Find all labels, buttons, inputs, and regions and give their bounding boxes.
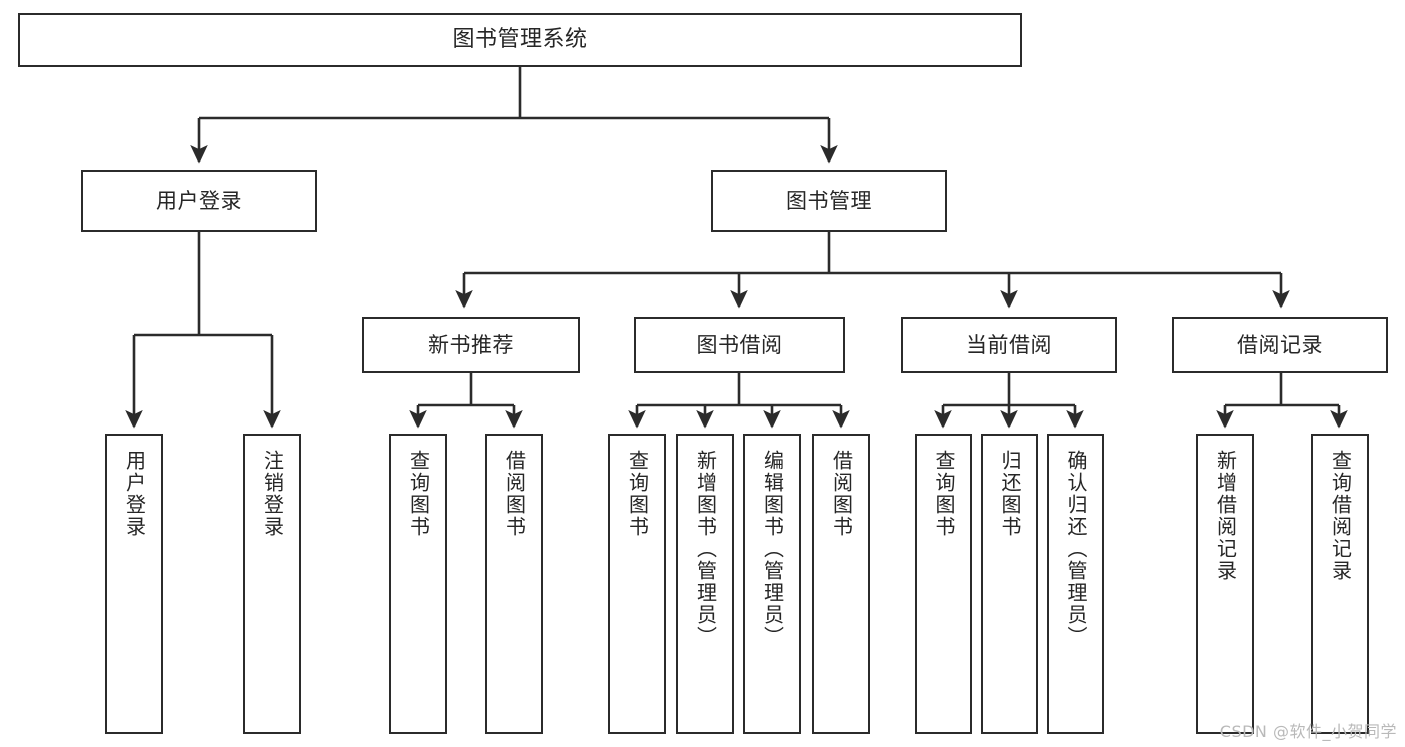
node-root-library-system[interactable]: 图书管理系统: [18, 13, 1022, 67]
node-label: 图书管理系统: [452, 27, 588, 53]
node-label: 新增图书（管理员）: [693, 450, 718, 648]
leaf-book-borrow-edit[interactable]: 编辑图书（管理员）: [743, 434, 801, 734]
leaf-user-login-signin[interactable]: 用户登录: [105, 434, 163, 734]
node-book-borrow[interactable]: 图书借阅: [634, 317, 845, 373]
node-label: 确认归还（管理员）: [1064, 450, 1088, 648]
node-user-login[interactable]: 用户登录: [81, 170, 317, 232]
node-label: 归还图书: [998, 450, 1022, 538]
node-label: 图书借阅: [696, 332, 783, 357]
leaf-new-book-query[interactable]: 查询图书: [389, 434, 447, 734]
node-label: 新增借阅记录: [1213, 450, 1238, 582]
csdn-watermark: CSDN @软件_小贺同学: [1219, 722, 1397, 741]
node-label: 编辑图书（管理员）: [760, 450, 785, 648]
leaf-book-borrow-lend[interactable]: 借阅图书: [812, 434, 870, 734]
leaf-book-borrow-query[interactable]: 查询图书: [608, 434, 666, 734]
leaf-current-borrow-return[interactable]: 归还图书: [981, 434, 1038, 734]
node-label: 借阅图书: [829, 450, 854, 538]
node-current-borrow[interactable]: 当前借阅: [901, 317, 1117, 373]
leaf-borrow-record-query[interactable]: 查询借阅记录: [1311, 434, 1369, 734]
leaf-current-borrow-confirm-return[interactable]: 确认归还（管理员）: [1047, 434, 1104, 734]
node-new-book-recommend[interactable]: 新书推荐: [362, 317, 580, 373]
node-label: 查询借阅记录: [1328, 450, 1353, 582]
node-label: 新书推荐: [428, 332, 514, 357]
node-book-management[interactable]: 图书管理: [711, 170, 947, 232]
node-label: 查询图书: [932, 450, 956, 538]
node-label: 注销登录: [260, 450, 285, 538]
node-label: 借阅记录: [1237, 332, 1323, 357]
leaf-borrow-record-add[interactable]: 新增借阅记录: [1196, 434, 1254, 734]
leaf-current-borrow-query[interactable]: 查询图书: [915, 434, 972, 734]
node-label: 查询图书: [625, 450, 650, 538]
node-label: 查询图书: [406, 450, 431, 538]
leaf-user-login-signout[interactable]: 注销登录: [243, 434, 301, 734]
node-label: 当前借阅: [966, 332, 1052, 357]
node-label: 用户登录: [156, 188, 242, 213]
node-borrow-record[interactable]: 借阅记录: [1172, 317, 1388, 373]
leaf-new-book-borrow[interactable]: 借阅图书: [485, 434, 543, 734]
node-label: 图书管理: [786, 188, 872, 213]
node-label: 借阅图书: [502, 450, 527, 538]
leaf-book-borrow-add[interactable]: 新增图书（管理员）: [676, 434, 734, 734]
node-label: 用户登录: [122, 450, 147, 538]
